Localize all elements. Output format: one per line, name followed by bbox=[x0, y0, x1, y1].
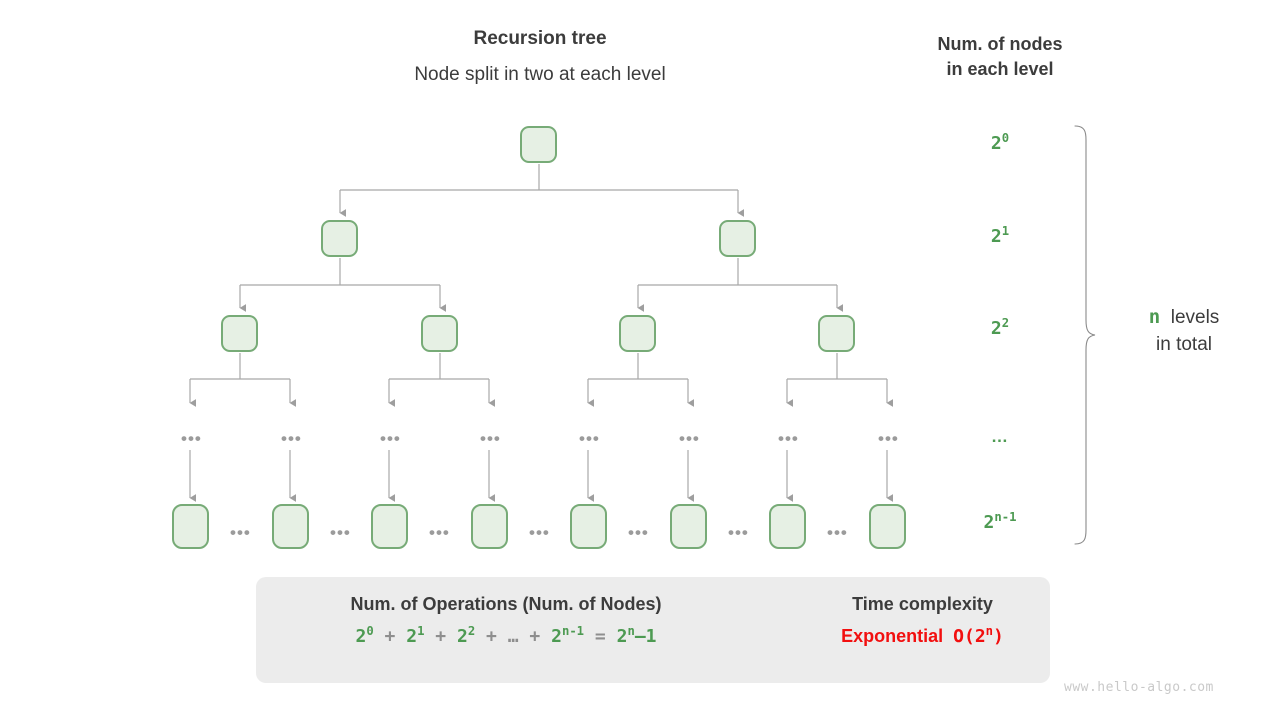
complexity-name: Exponential bbox=[841, 626, 944, 646]
formula-term-0: 20 bbox=[355, 624, 374, 647]
operations-formula: 20 + 21 + 22 + … + 2n-1 = 2n–1 bbox=[266, 624, 746, 647]
tree-leaf-node[interactable] bbox=[371, 504, 408, 549]
formula-term-2: 22 bbox=[456, 624, 476, 647]
tree-level-ellipsis: ••• bbox=[679, 429, 700, 448]
leaf-row-ellipsis: ••• bbox=[529, 523, 550, 542]
levels-total-line1: n levels bbox=[1104, 304, 1264, 331]
level-count-exponent: n-1 bbox=[994, 510, 1017, 524]
column-header-line1: Num. of nodes bbox=[937, 34, 1063, 54]
tree-level-ellipsis: ••• bbox=[380, 429, 401, 448]
formula-term-last: 2n-1 bbox=[551, 624, 585, 647]
tree-node-root[interactable] bbox=[520, 126, 557, 163]
operations-block: Num. of Operations (Num. of Nodes) 20 + … bbox=[266, 594, 746, 647]
tree-leaf-node[interactable] bbox=[869, 504, 906, 549]
level-count-last: 2n-1 bbox=[955, 510, 1045, 533]
level-count-2: 22 bbox=[955, 316, 1045, 339]
tree-node[interactable] bbox=[321, 220, 358, 257]
formula-result: 2n–1 bbox=[616, 624, 657, 647]
formula-plus: + bbox=[435, 626, 447, 647]
leaf-row-ellipsis: ••• bbox=[429, 523, 450, 542]
operations-title: Num. of Operations (Num. of Nodes) bbox=[350, 594, 662, 614]
tree-node[interactable] bbox=[619, 315, 656, 352]
summary-panel bbox=[256, 577, 1050, 683]
tree-node[interactable] bbox=[421, 315, 458, 352]
watermark: www.hello-algo.com bbox=[1064, 680, 1214, 695]
complexity-notation: O(2n) bbox=[953, 624, 1004, 647]
tree-leaf-node[interactable] bbox=[172, 504, 209, 549]
page-subtitle: Node split in two at each level bbox=[414, 64, 666, 85]
column-header: Num. of nodes in each level bbox=[900, 32, 1100, 82]
leaf-row-ellipsis: ••• bbox=[628, 523, 649, 542]
tree-leaf-node[interactable] bbox=[272, 504, 309, 549]
page-title: Recursion tree bbox=[473, 28, 607, 49]
level-count-base: 2 bbox=[990, 133, 1002, 154]
tree-node[interactable] bbox=[818, 315, 855, 352]
tree-leaf-node[interactable] bbox=[471, 504, 508, 549]
level-count-0: 20 bbox=[955, 131, 1045, 154]
formula-ellipsis: … bbox=[507, 626, 519, 647]
complexity-block: Time complexity Exponential O(2n) bbox=[800, 594, 1045, 647]
tree-level-ellipsis: ••• bbox=[281, 429, 302, 448]
level-count-exponent: 0 bbox=[1001, 131, 1010, 145]
tree-node[interactable] bbox=[719, 220, 756, 257]
leaf-row-ellipsis: ••• bbox=[827, 523, 848, 542]
complexity-value: Exponential O(2n) bbox=[800, 624, 1045, 647]
formula-plus: + bbox=[486, 626, 497, 647]
levels-total-line2: in total bbox=[1156, 334, 1212, 355]
column-header-line2: in each level bbox=[946, 59, 1054, 79]
formula-equals: = bbox=[594, 626, 606, 647]
levels-word: levels bbox=[1170, 307, 1220, 328]
levels-brace bbox=[1074, 125, 1096, 545]
formula-term-1: 21 bbox=[406, 624, 425, 647]
level-count-base: 2 bbox=[990, 226, 1002, 247]
level-count-exponent: 1 bbox=[1001, 224, 1010, 238]
tree-level-ellipsis: ••• bbox=[181, 429, 202, 448]
tree-level-ellipsis: ••• bbox=[480, 429, 501, 448]
tree-leaf-node[interactable] bbox=[769, 504, 806, 549]
levels-total-label: n levels in total bbox=[1104, 304, 1264, 358]
leaf-row-ellipsis: ••• bbox=[728, 523, 749, 542]
tree-node[interactable] bbox=[221, 315, 258, 352]
level-count-base: 2 bbox=[983, 512, 995, 533]
tree-leaf-node[interactable] bbox=[670, 504, 707, 549]
tree-level-ellipsis: ••• bbox=[579, 429, 600, 448]
formula-plus: + bbox=[384, 626, 396, 647]
levels-variable: n bbox=[1148, 306, 1161, 328]
tree-leaf-node[interactable] bbox=[570, 504, 607, 549]
tree-level-ellipsis: ••• bbox=[878, 429, 899, 448]
level-count-base: 2 bbox=[990, 318, 1002, 339]
level-count-exponent: 2 bbox=[1001, 316, 1010, 330]
complexity-title: Time complexity bbox=[852, 594, 993, 614]
level-count-ellipsis: … bbox=[991, 427, 1009, 446]
level-count-1: 21 bbox=[955, 224, 1045, 247]
formula-plus: + bbox=[529, 626, 541, 647]
tree-level-ellipsis: ••• bbox=[778, 429, 799, 448]
leaf-row-ellipsis: ••• bbox=[230, 523, 251, 542]
leaf-row-ellipsis: ••• bbox=[330, 523, 351, 542]
